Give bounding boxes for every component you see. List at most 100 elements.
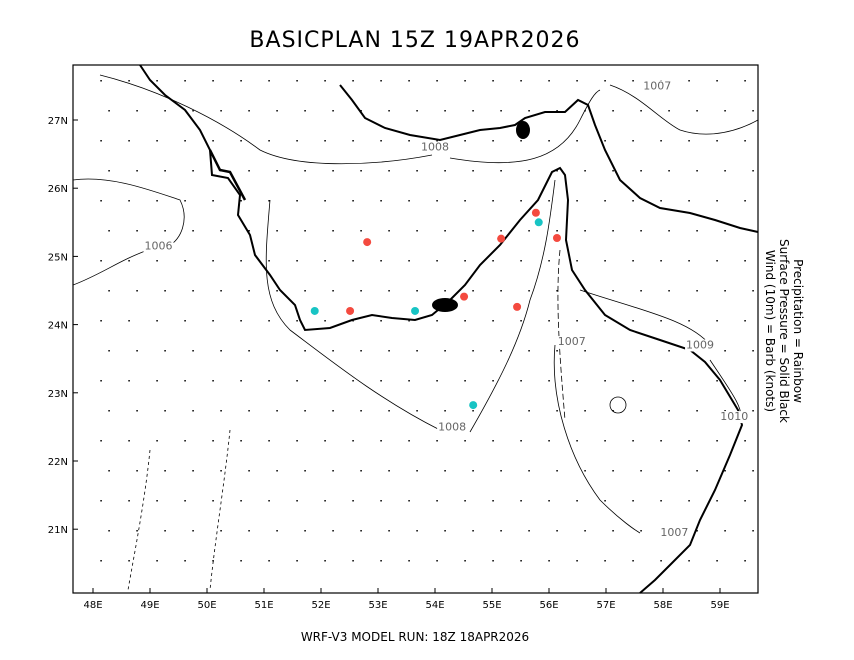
lat-tick-label: 23N xyxy=(48,389,68,400)
wind-barb-dot xyxy=(416,350,418,352)
lon-tick-label: 49E xyxy=(140,600,159,611)
wind-barb-dot xyxy=(304,410,306,412)
wind-barb-dot xyxy=(528,290,530,292)
wind-barb-dot xyxy=(500,470,502,472)
wind-barb-dot xyxy=(556,470,558,472)
contour-label-bg xyxy=(556,336,587,349)
wind-barb-dot xyxy=(696,170,698,172)
wind-barb-dot xyxy=(408,560,410,562)
wind-barb-dot xyxy=(444,530,446,532)
wind-barb-dot xyxy=(632,260,634,262)
wind-barb-dot xyxy=(752,410,754,412)
wind-barb-dot xyxy=(696,290,698,292)
red-precip-marker xyxy=(460,292,469,301)
wind-barb-dot xyxy=(716,500,718,502)
wind-barb-dot xyxy=(360,230,362,232)
wind-barb-dot xyxy=(268,440,270,442)
wind-barb-dot xyxy=(128,560,130,562)
wind-barb-dot xyxy=(192,350,194,352)
wind-barb-dot xyxy=(136,530,138,532)
contour-label-bg xyxy=(420,141,450,154)
wind-barb-dot xyxy=(632,140,634,142)
wind-barb-dot xyxy=(380,500,382,502)
lon-tick-label: 53E xyxy=(368,600,387,611)
contour-label: 1010 xyxy=(720,410,748,423)
wind-barb-dot xyxy=(360,290,362,292)
wind-barb-dot xyxy=(332,470,334,472)
red-precip-marker xyxy=(346,306,355,315)
wind-barb-dot xyxy=(744,380,746,382)
wind-barb-dot xyxy=(408,260,410,262)
wind-barb-dot xyxy=(528,170,530,172)
wind-barb-dot xyxy=(136,470,138,472)
wind-barb-dot xyxy=(716,140,718,142)
pressure-contours xyxy=(72,74,759,591)
wind-barb-dot xyxy=(136,170,138,172)
wind-barb-dot xyxy=(100,320,102,322)
wind-barb-dot xyxy=(744,320,746,322)
wind-barb-dot xyxy=(100,560,102,562)
wind-barb-dot xyxy=(240,140,242,142)
wind-barb-dot xyxy=(352,500,354,502)
wind-barb-dot xyxy=(696,230,698,232)
wind-barb-dot xyxy=(248,290,250,292)
wind-barb-dot xyxy=(184,80,186,82)
wind-barb-dot xyxy=(744,140,746,142)
wind-barb-dot xyxy=(296,260,298,262)
wind-barb-dot xyxy=(464,560,466,562)
wind-barb-dot xyxy=(604,260,606,262)
wind-barb-dot xyxy=(744,80,746,82)
wind-barb-dot xyxy=(436,260,438,262)
wind-barb-dot xyxy=(128,140,130,142)
wind-barb-dot xyxy=(548,380,550,382)
wind-barb-dot xyxy=(744,260,746,262)
wind-barb-dot xyxy=(604,440,606,442)
wind-barb-dot xyxy=(436,380,438,382)
wind-barb-dot xyxy=(472,290,474,292)
lon-tick-label: 56E xyxy=(539,600,558,611)
wind-barb-dot xyxy=(716,320,718,322)
wind-barb-dot xyxy=(324,380,326,382)
legend-pressure: Surface Pressure = Solid Black xyxy=(777,239,791,423)
map-title: BASICPLAN 15Z 19APR2026 xyxy=(249,28,581,53)
wind-barb-dot xyxy=(464,260,466,262)
contour-1008-south xyxy=(265,199,441,431)
wind-barb-dot xyxy=(248,530,250,532)
wind-barb-dot xyxy=(304,470,306,472)
contour-dashed-west xyxy=(127,449,151,591)
wind-barb-dot xyxy=(388,530,390,532)
wind-barb-dot xyxy=(268,500,270,502)
wind-barb-dot xyxy=(184,140,186,142)
wind-barb-dot xyxy=(688,440,690,442)
contour-1006-a xyxy=(72,178,185,246)
wind-barb-dot xyxy=(500,350,502,352)
wind-barb-dot xyxy=(612,530,614,532)
wind-barb-dot xyxy=(220,530,222,532)
lat-tick-label: 22N xyxy=(48,457,68,468)
wind-barb-dot xyxy=(604,320,606,322)
wind-barb-dot xyxy=(268,260,270,262)
wind-barb-dot xyxy=(436,560,438,562)
wind-barb-dot xyxy=(268,560,270,562)
wind-barb-dot xyxy=(696,470,698,472)
wind-barb-dot xyxy=(352,140,354,142)
wind-barb-dot xyxy=(164,230,166,232)
wind-barb-dot xyxy=(212,380,214,382)
wind-barb-dot xyxy=(556,170,558,172)
wind-barb-dot xyxy=(416,110,418,112)
wind-barb-dot xyxy=(464,80,466,82)
wind-barb-dot xyxy=(304,230,306,232)
wind-barb-dot xyxy=(668,110,670,112)
wind-barb-dot xyxy=(548,140,550,142)
wind-barb-dot xyxy=(640,230,642,232)
wind-barb-dot xyxy=(688,200,690,202)
coastlines xyxy=(139,64,759,594)
wind-barb-dot xyxy=(500,290,502,292)
wind-barb-dot xyxy=(444,110,446,112)
red-precip-marker xyxy=(552,233,561,242)
wind-barb-dot xyxy=(548,440,550,442)
wind-barb-dot xyxy=(604,560,606,562)
wind-barb-dot xyxy=(752,470,754,472)
lon-tick-label: 58E xyxy=(653,600,672,611)
